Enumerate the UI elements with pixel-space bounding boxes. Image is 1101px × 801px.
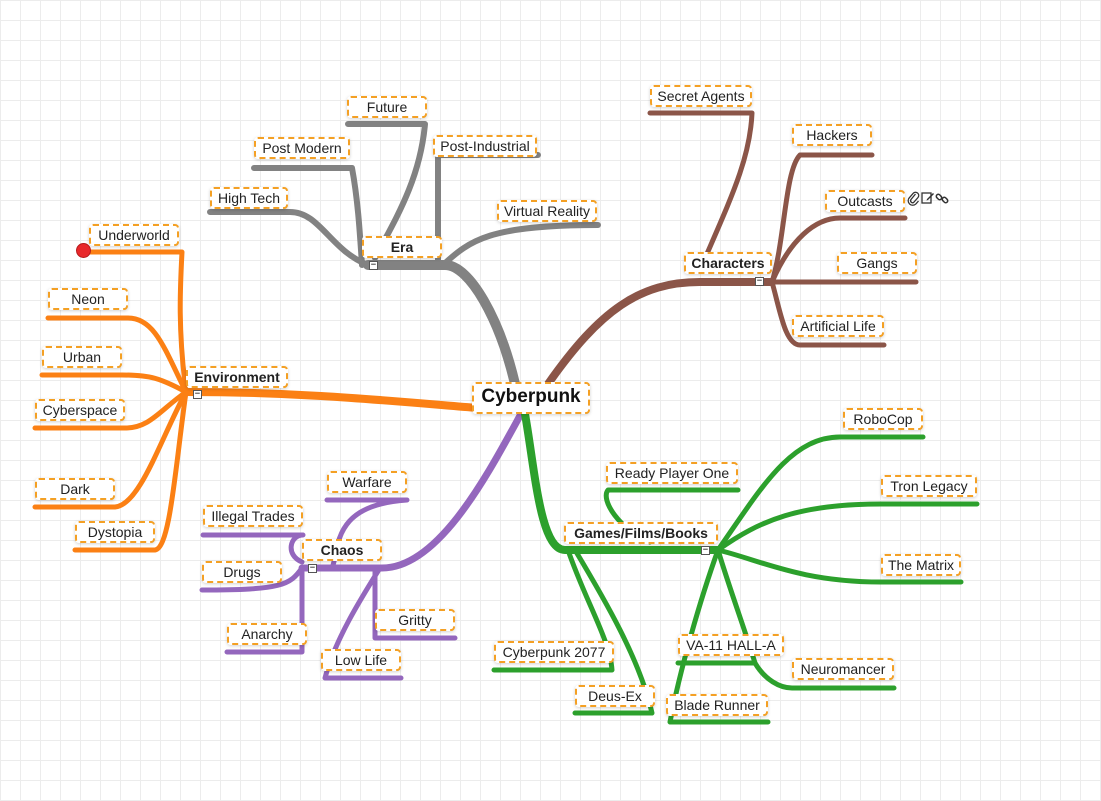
environment-child-dystopia[interactable]: Dystopia: [75, 521, 155, 543]
era-connector-0: [363, 260, 520, 389]
characters-child-hackers[interactable]: Hackers: [792, 124, 872, 146]
link-icon[interactable]: [935, 190, 949, 206]
chaos-child-low-life[interactable]: Low Life: [321, 649, 401, 671]
media-connector-27: [715, 434, 926, 553]
characters-connector-8: [769, 152, 875, 285]
environment-connector-17: [32, 389, 189, 510]
chaos-child-anarchy[interactable]: Anarchy: [227, 623, 307, 645]
media-child-blade-runner[interactable]: Blade Runner: [666, 694, 768, 716]
environment-connector-18: [72, 389, 189, 553]
era-child-virtual-reality[interactable]: Virtual Reality: [497, 200, 597, 222]
media-connector-30: [715, 547, 964, 585]
environment-child-underworld[interactable]: Underworld: [89, 224, 179, 246]
characters-connector-11: [769, 279, 887, 348]
characters-collapse-toggle[interactable]: −: [755, 276, 764, 286]
era-child-post-industrial[interactable]: Post-Industrial: [433, 135, 537, 157]
chaos-connector-22: [199, 565, 305, 593]
era-connector-4: [251, 165, 365, 268]
node-action-toolbar: [907, 190, 949, 206]
media-node[interactable]: Games/Films/Books: [564, 522, 718, 544]
root-node[interactable]: Cyberpunk: [472, 382, 590, 414]
environment-collapse-toggle[interactable]: −: [193, 389, 202, 399]
characters-child-gangs[interactable]: Gangs: [837, 252, 917, 274]
media-connector-32: [675, 547, 758, 666]
chaos-connector-25: [322, 565, 404, 681]
chaos-child-gritty[interactable]: Gritty: [375, 609, 455, 631]
media-child-robocop[interactable]: RoboCop: [843, 408, 923, 430]
era-connector-1: [440, 222, 601, 268]
paperclip-icon[interactable]: [907, 190, 920, 206]
media-connector-26: [521, 410, 722, 554]
edit-note-icon[interactable]: [921, 190, 934, 206]
media-connector-31: [491, 547, 615, 673]
environment-connector-14: [45, 315, 189, 395]
red-marker-icon[interactable]: [76, 243, 91, 258]
media-child-tron-legacy[interactable]: Tron Legacy: [881, 475, 977, 497]
media-collapse-toggle[interactable]: −: [701, 545, 710, 555]
chaos-connector-19: [298, 408, 526, 572]
environment-child-cyberspace[interactable]: Cyberspace: [35, 399, 125, 421]
characters-child-artificial-life[interactable]: Artificial Life: [792, 315, 884, 337]
era-child-high-tech[interactable]: High Tech: [210, 187, 288, 209]
chaos-connector-24: [372, 567, 458, 641]
media-child-ready-player-one[interactable]: Ready Player One: [606, 462, 738, 484]
era-child-post-modern[interactable]: Post Modern: [254, 137, 350, 159]
chaos-collapse-toggle[interactable]: −: [308, 563, 317, 573]
environment-connector-16: [32, 389, 189, 431]
chaos-child-warfare[interactable]: Warfare: [327, 471, 407, 493]
chaos-connector-21: [200, 532, 306, 565]
environment-connector-12: [182, 388, 482, 412]
chaos-child-illegal-trades[interactable]: Illegal Trades: [203, 505, 303, 527]
media-child-deus-ex[interactable]: Deus-Ex: [575, 685, 655, 707]
characters-child-secret-agents[interactable]: Secret Agents: [650, 85, 752, 107]
media-child-the-matrix[interactable]: The Matrix: [881, 554, 961, 576]
era-child-future[interactable]: Future: [347, 96, 427, 118]
environment-child-urban[interactable]: Urban: [42, 346, 122, 368]
characters-connector-9: [769, 215, 908, 285]
era-connector-5: [207, 209, 371, 268]
chaos-connector-23: [224, 565, 305, 655]
chaos-child-drugs[interactable]: Drugs: [202, 561, 282, 583]
chaos-node[interactable]: Chaos: [302, 539, 382, 561]
characters-node[interactable]: Characters: [684, 252, 772, 274]
environment-connector-13: [87, 249, 189, 395]
media-child-cyberpunk-2077[interactable]: Cyberpunk 2077: [494, 641, 614, 663]
environment-connector-15: [39, 372, 189, 395]
characters-connector-6: [544, 278, 776, 388]
environment-child-dark[interactable]: Dark: [35, 478, 115, 500]
environment-child-neon[interactable]: Neon: [48, 288, 128, 310]
era-collapse-toggle[interactable]: −: [369, 260, 378, 270]
era-node[interactable]: Era: [362, 236, 442, 258]
characters-child-outcasts[interactable]: Outcasts: [825, 190, 905, 212]
characters-connector-7: [647, 110, 755, 273]
media-connector-33: [752, 660, 897, 691]
environment-node[interactable]: Environment: [186, 366, 288, 388]
media-child-neuromancer[interactable]: Neuromancer: [792, 658, 894, 680]
media-child-va-11-hall-a[interactable]: VA-11 HALL-A: [678, 634, 784, 656]
media-connector-29: [715, 501, 980, 553]
